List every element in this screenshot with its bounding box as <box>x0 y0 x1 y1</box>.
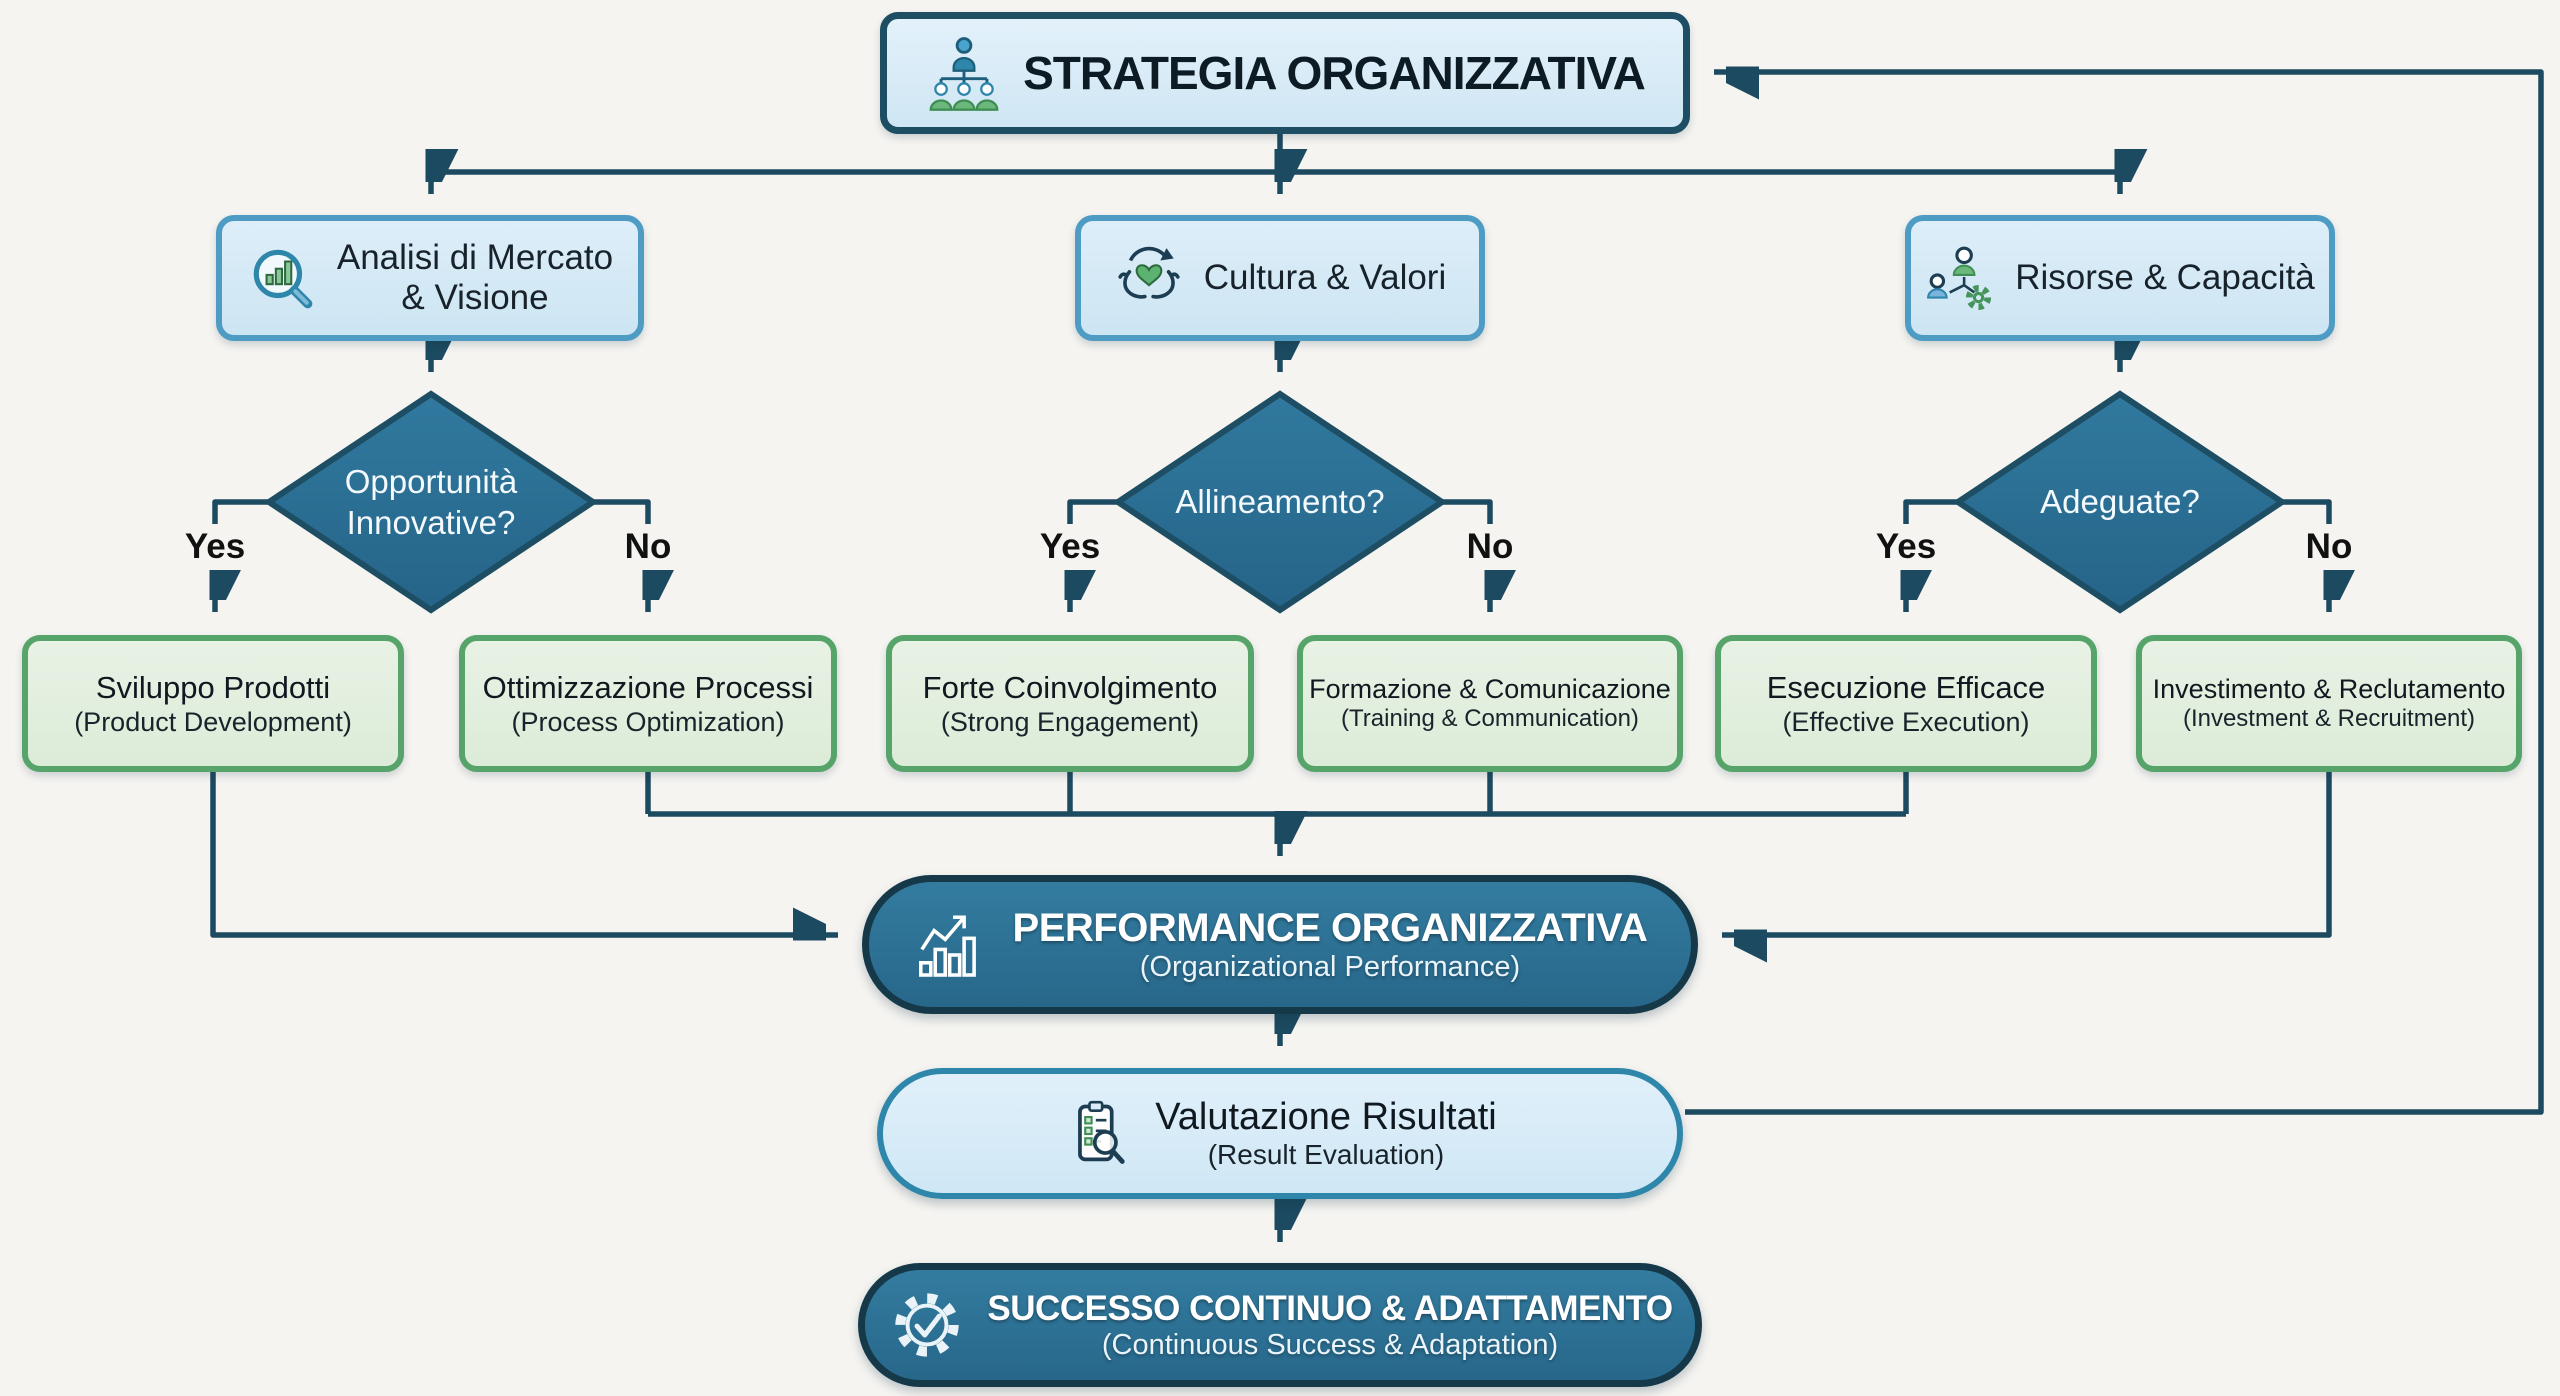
outcome-effective-execution: Esecuzione Efficace (Effective Execution… <box>1715 635 2097 772</box>
clipboard-magnifier-icon <box>1078 1100 1125 1164</box>
org-chart-icon <box>929 37 999 111</box>
gear-check-icon <box>895 1293 960 1357</box>
hands-heart-icon <box>1118 246 1180 299</box>
outcome-product-development: Sviluppo Prodotti (Product Development) <box>22 635 404 772</box>
branch-label-yes: Yes <box>167 524 263 570</box>
decision-diamond-adeguate <box>1952 390 2288 614</box>
decision-diamond-innovative <box>263 390 599 614</box>
pillar-culture-values: Cultura & Valori <box>1075 215 1485 341</box>
outcome-strong-engagement: Forte Coinvolgimento (Strong Engagement) <box>886 635 1254 772</box>
outcome-training-communication: Formazione & Comunicazione (Training & C… <box>1297 635 1683 772</box>
strategy-node: STRATEGIA ORGANIZZATIVA <box>880 12 1690 134</box>
market-analysis-icon <box>253 249 313 309</box>
branch-label-yes: Yes <box>1858 524 1954 570</box>
branch-label-no: No <box>600 524 696 570</box>
success-node: SUCCESSO CONTINUO & ADATTAMENTO (Continu… <box>858 1263 1702 1387</box>
growth-chart-icon <box>918 914 976 977</box>
pillar-market-analysis: Analisi di Mercato& Visione <box>216 215 644 341</box>
feedback-loop <box>1685 72 2544 1115</box>
branch-label-yes: Yes <box>1022 524 1118 570</box>
outcome-process-optimization: Ottimizzazione Processi (Process Optimiz… <box>459 635 837 772</box>
decision-label-allineamento: Allineamento? <box>1175 483 1385 521</box>
pillar-label: Cultura & Valori <box>1203 257 1447 297</box>
branch-label-no: No <box>1442 524 1538 570</box>
people-gear-icon <box>1927 246 1992 311</box>
decision-label-adeguate: Adeguate? <box>2040 483 2200 521</box>
decision-diamond-allineamento <box>1112 390 1448 614</box>
outcome-investment-recruitment: Investimento & Reclutamento (Investment … <box>2136 635 2522 772</box>
evaluation-node: Valutazione Risultati (Result Evaluation… <box>877 1068 1683 1199</box>
pillar-label: Analisi di Mercato& Visione <box>336 237 614 317</box>
splitter-bus <box>431 134 2120 175</box>
pillar-label: Risorse & Capacità <box>2015 257 2315 297</box>
outcome-bus <box>645 772 1909 817</box>
strategy-title: STRATEGIA ORGANIZZATIVA <box>1023 47 1646 99</box>
evaluation-text: Valutazione Risultati (Result Evaluation… <box>1155 1096 1497 1170</box>
pillar-resources-capacity: Risorse & Capacità <box>1905 215 2335 341</box>
performance-text: PERFORMANCE ORGANIZZATIVA (Organizationa… <box>1012 905 1648 983</box>
success-text: SUCCESSO CONTINUO & ADATTAMENTO (Continu… <box>987 1288 1673 1361</box>
performance-node: PERFORMANCE ORGANIZZATIVA (Organizationa… <box>862 875 1698 1014</box>
branch-label-no: No <box>2281 524 2377 570</box>
